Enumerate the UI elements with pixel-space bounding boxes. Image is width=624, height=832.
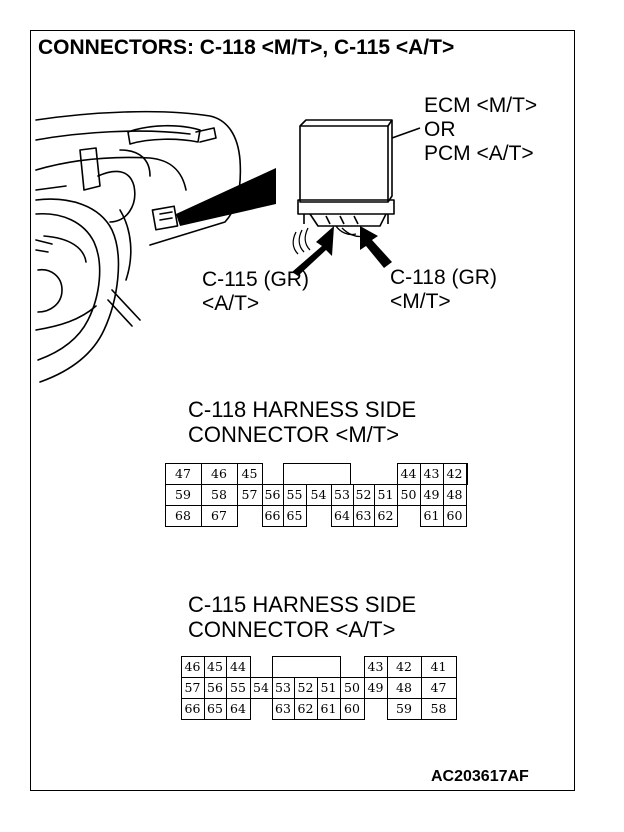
c118-pin-label: 63 <box>355 508 372 523</box>
c115-pin-label: 55 <box>230 680 246 695</box>
c115-pin-label: 64 <box>230 701 246 716</box>
c118-pin-label: 64 <box>334 508 350 523</box>
c118-pin-label: 62 <box>377 508 394 523</box>
c115-pin-label: 41 <box>430 659 447 674</box>
c115-heading-line-2: CONNECTOR <A/T> <box>188 617 396 642</box>
c115-pin-label: 45 <box>207 659 223 674</box>
c115-pin-label: 56 <box>207 680 223 695</box>
c115-pin-label: 58 <box>430 701 447 716</box>
figure-frame <box>30 30 575 791</box>
c118-pin-label: 50 <box>400 487 417 502</box>
c118-pin-label: 43 <box>423 466 440 481</box>
c115-pin-label: 65 <box>207 701 223 716</box>
c115-pointer-line-1: C-115 (GR) <box>202 268 309 291</box>
figure-code: AC203617AF <box>431 768 529 785</box>
c118-pin-label: 48 <box>446 487 463 502</box>
c118-pin-label: 66 <box>264 508 281 523</box>
figure-title: CONNECTORS: C-118 <M/T>, C-115 <A/T> <box>38 36 455 59</box>
c115-pin-label: 42 <box>396 659 412 674</box>
c118-heading: C-118 HARNESS SIDE CONNECTOR <M/T> <box>188 397 416 447</box>
c115-pointer-label: C-115 (GR) <A/T> <box>202 268 309 316</box>
c118-pin-label: 61 <box>423 508 440 523</box>
c118-pin-label: 56 <box>264 487 281 502</box>
c118-pointer-line-2: <M/T> <box>390 290 451 313</box>
c118-pointer-line-1: C-118 (GR) <box>390 266 497 289</box>
c115-pin-label: 44 <box>230 659 246 674</box>
c115-pin-label: 63 <box>275 701 291 716</box>
c118-pin-label: 67 <box>211 508 227 523</box>
c118-cell <box>466 463 468 485</box>
c115-pin-label: 59 <box>396 701 412 716</box>
c118-pin-label: 54 <box>310 487 327 502</box>
c118-pin-label: 55 <box>286 487 303 502</box>
c118-key-cavity <box>283 463 351 485</box>
c115-pin-label: 66 <box>184 701 201 716</box>
c118-pin-label: 46 <box>211 466 227 481</box>
c118-pin-label: 58 <box>211 487 227 502</box>
c115-pin-label: 51 <box>320 680 337 695</box>
c118-cell <box>443 505 467 527</box>
c115-pin-label: 50 <box>344 680 360 695</box>
c118-cell <box>374 505 398 527</box>
c115-pin-label: 62 <box>297 701 314 716</box>
c118-pin-label: 51 <box>377 487 394 502</box>
module-label-line-2: OR <box>424 118 456 141</box>
c118-pin-label: 42 <box>446 466 463 481</box>
c115-pointer-line-2: <A/T> <box>202 292 260 315</box>
c118-pin-label: 68 <box>175 508 191 523</box>
c115-pin-label: 54 <box>253 680 269 695</box>
c118-heading-line-1: C-118 HARNESS SIDE <box>188 397 417 422</box>
c115-pin-label: 47 <box>430 680 447 695</box>
c115-pin-label: 53 <box>275 680 291 695</box>
c115-key-cavity <box>272 656 341 678</box>
c115-pin-label: 43 <box>367 659 384 674</box>
c118-pin-label: 47 <box>175 466 191 481</box>
c118-pin-label: 53 <box>334 487 350 502</box>
c115-pin-label: 61 <box>320 701 337 716</box>
c115-heading: C-115 HARNESS SIDE CONNECTOR <A/T> <box>188 592 416 642</box>
c118-pointer-label: C-118 (GR) <M/T> <box>390 266 497 314</box>
c115-cell <box>226 698 251 720</box>
c115-cell <box>421 698 457 720</box>
c118-pin-label: 52 <box>355 487 372 502</box>
c115-heading-line-1: C-115 HARNESS SIDE <box>188 592 417 617</box>
c115-pin-label: 48 <box>396 680 412 695</box>
c118-pin-label: 60 <box>446 508 463 523</box>
c118-pin-label: 49 <box>423 487 440 502</box>
c118-pin-label: 59 <box>175 487 191 502</box>
c115-cell <box>340 698 365 720</box>
c115-pin-label: 60 <box>344 701 360 716</box>
c115-pin-label: 52 <box>297 680 314 695</box>
c118-pin-label: 44 <box>400 466 417 481</box>
c118-pin-label: 57 <box>241 487 258 502</box>
c118-pin-label: 65 <box>286 508 303 523</box>
module-label-line-3: PCM <A/T> <box>424 142 534 165</box>
module-label-line-1: ECM <M/T> <box>424 94 538 117</box>
c118-cell <box>201 505 238 527</box>
c115-pin-label: 49 <box>367 680 384 695</box>
c115-pin-label: 46 <box>184 659 201 674</box>
c115-pin-label: 57 <box>184 680 201 695</box>
c118-heading-line-2: CONNECTOR <M/T> <box>188 422 400 447</box>
c118-pin-label: 45 <box>241 466 258 481</box>
c118-cell <box>283 505 307 527</box>
module-label: ECM <M/T> OR PCM <A/T> <box>424 94 537 166</box>
